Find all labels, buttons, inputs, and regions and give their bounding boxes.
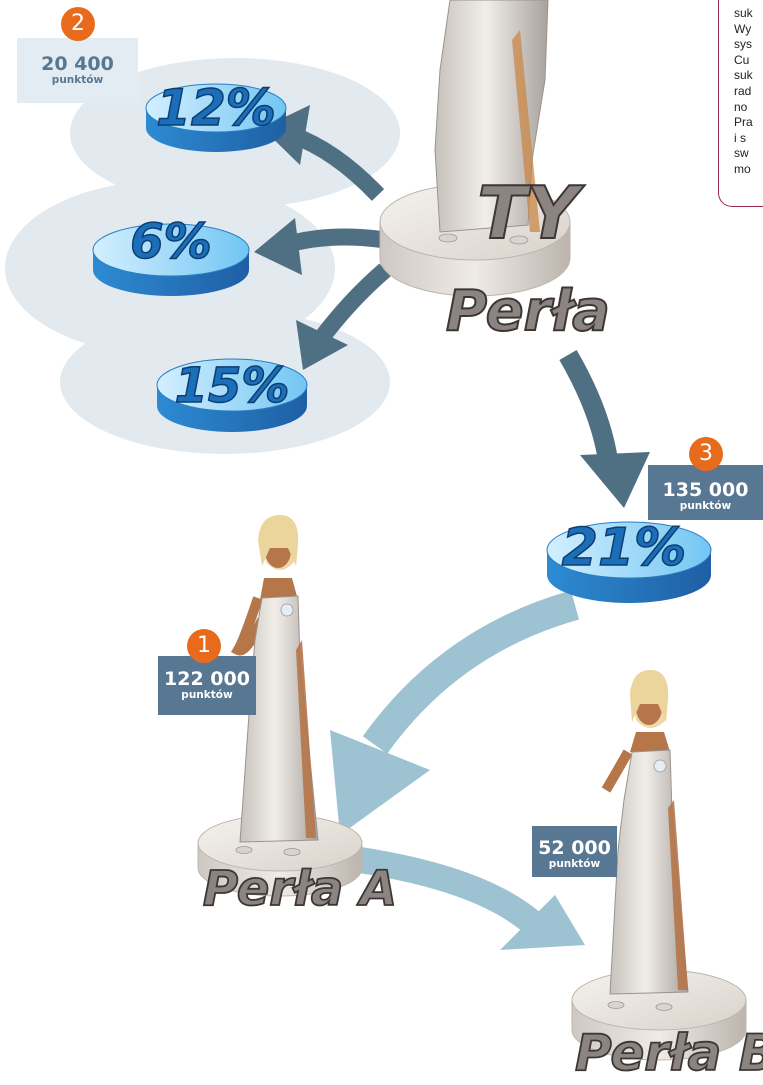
info-text-box: suk Wy sys Cu suk rad no Pra i s sw mo [718, 0, 763, 207]
points-unit: punktów [51, 74, 104, 86]
info-line: suk [734, 68, 753, 83]
discount-6-label: 6% [130, 214, 212, 270]
points-badge-3: 135 000 punktów [648, 465, 763, 520]
dark-arrows [254, 105, 650, 508]
points-badge-4: 52 000 punktów [532, 826, 617, 877]
info-line: i s [734, 130, 746, 145]
figure-b: Perła B [571, 670, 763, 1083]
discount-disc-6: 6% [92, 213, 250, 296]
perla-a-label: Perła A [203, 861, 397, 917]
points-badge-1: 122 000 punktów [158, 656, 256, 715]
points-unit: punktów [181, 689, 233, 701]
info-line: rad [734, 83, 752, 98]
step-number-3: 3 [689, 437, 723, 471]
light-arrows [330, 590, 585, 950]
woman-b-icon [601, 670, 689, 1011]
points-value: 135 000 [662, 479, 749, 501]
discount-disc-15: 15% [156, 357, 308, 432]
points-value: 122 000 [164, 668, 250, 690]
info-line: Pra [734, 115, 753, 130]
points-unit: punktów [679, 500, 732, 512]
info-line: Cu [734, 52, 750, 67]
discount-12-label: 12% [156, 79, 276, 137]
woman-a-icon [230, 515, 319, 856]
info-line: sw [734, 146, 749, 161]
info-line: suk [734, 6, 753, 20]
points-value: 52 000 [538, 837, 611, 859]
points-unit: punktów [548, 858, 601, 870]
info-line: Wy [734, 21, 752, 36]
discount-disc-12: 12% [145, 78, 287, 152]
discount-disc-21: 21% [546, 517, 712, 603]
points-value: 20 400 [41, 53, 114, 75]
info-line: sys [734, 37, 752, 52]
figure-a: Perła A [197, 515, 398, 918]
arrow-to-perla-b-icon [500, 895, 585, 950]
arrow-to-15-percent-icon [296, 320, 348, 370]
arrow-to-12-percent-icon [262, 105, 310, 165]
step-number-1: 1 [187, 629, 221, 663]
discount-21-label: 21% [562, 518, 686, 578]
info-line: mo [734, 161, 751, 176]
info-line: no [734, 99, 748, 114]
perla-b-label: Perła B [575, 1024, 763, 1082]
arrow-to-6-percent-icon [254, 218, 302, 275]
step-number-2: 2 [61, 7, 95, 41]
points-badge-2: 20 400 punktów [17, 38, 138, 103]
ty-label: TY [477, 171, 585, 255]
center-figure: TY Perła [379, 0, 611, 345]
perla-center-label: Perła [446, 279, 610, 344]
arrow-to-21-percent-icon [580, 452, 650, 508]
discount-15-label: 15% [175, 358, 290, 414]
arrow-to-perla-a-icon [330, 730, 430, 835]
